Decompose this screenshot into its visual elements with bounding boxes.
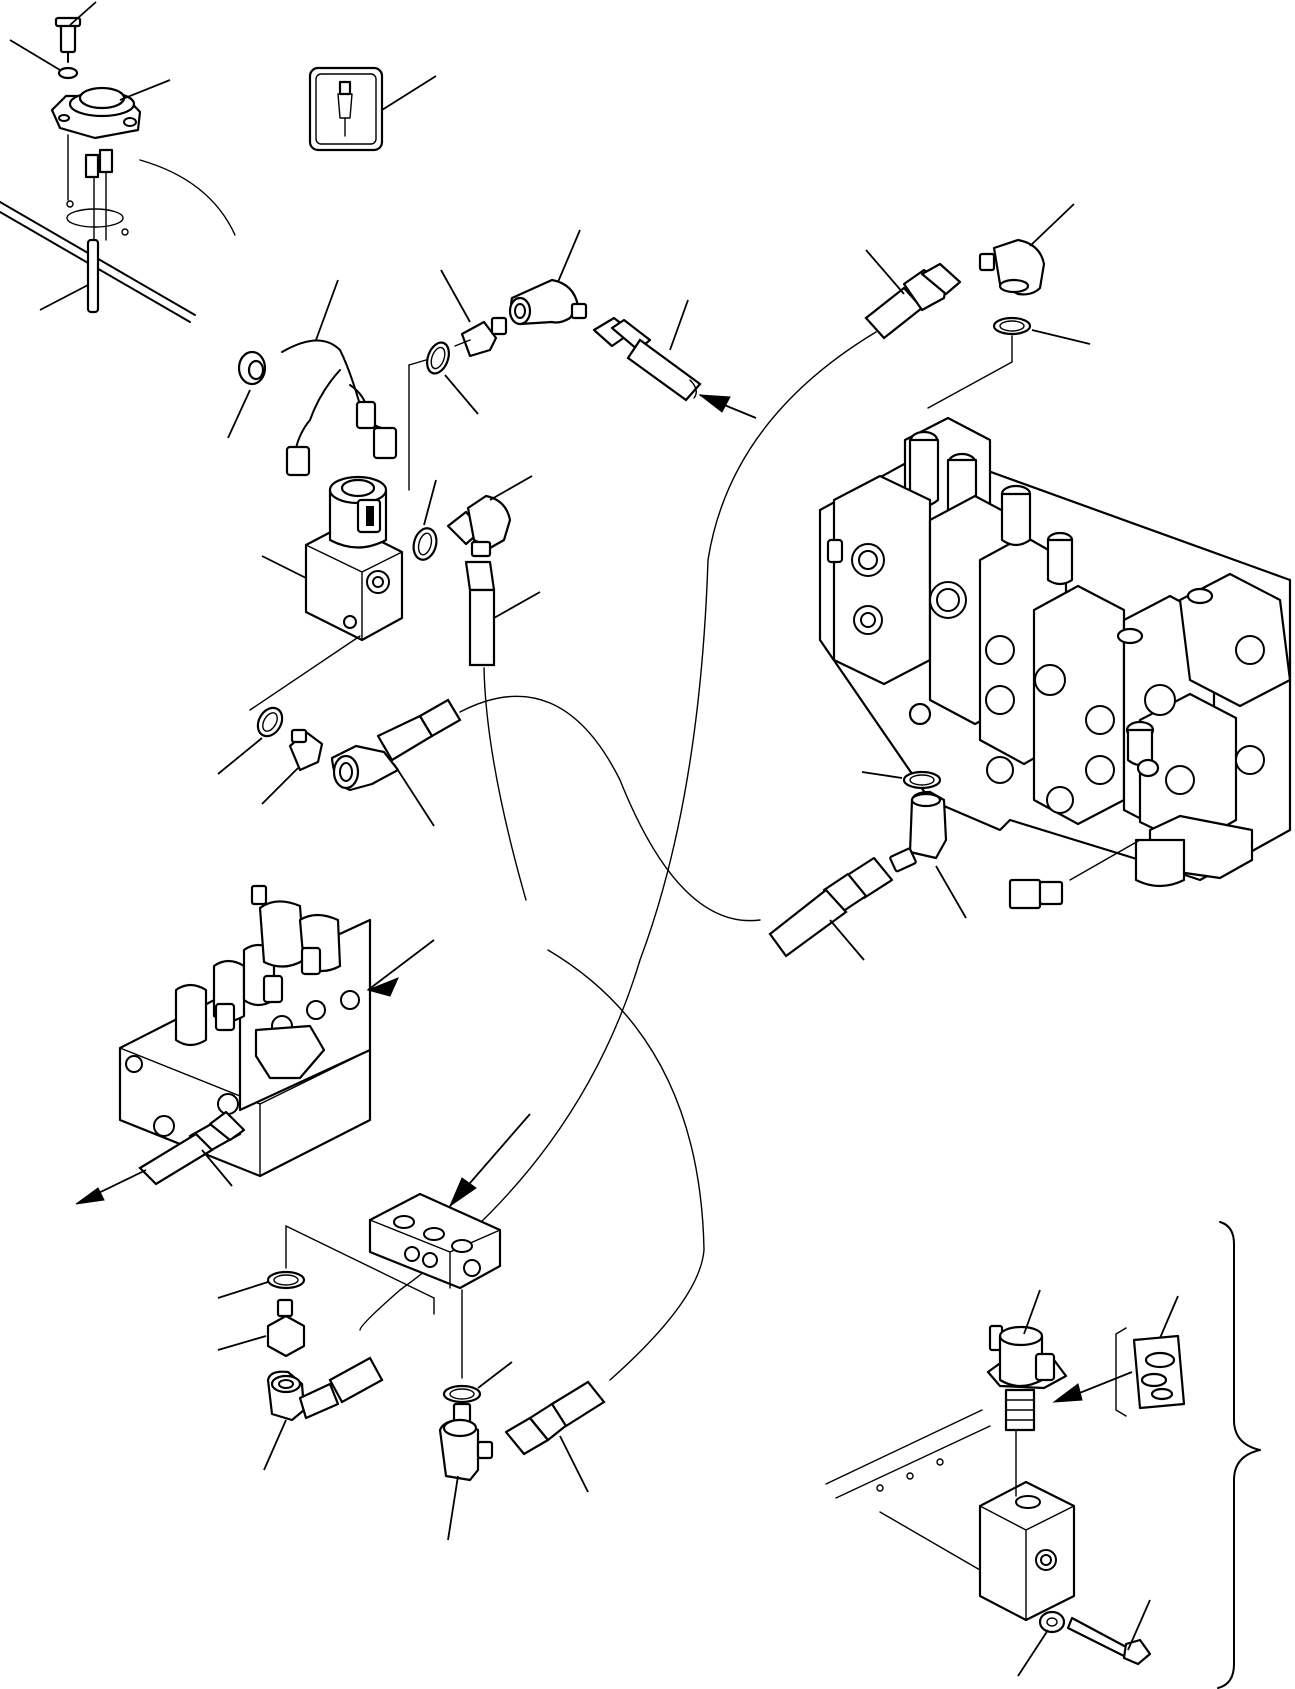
straight-adapter — [440, 269, 508, 358]
clip — [227, 350, 267, 439]
wire-harness — [281, 279, 398, 477]
solenoid-valve — [249, 359, 427, 711]
hydraulic-hose — [464, 560, 541, 901]
o-ring — [412, 479, 438, 561]
o-ring — [927, 316, 1091, 409]
cartridge-valve — [986, 1289, 1068, 1432]
straight-adapter — [217, 1298, 306, 1358]
o-ring — [861, 770, 942, 790]
control-valve-bank — [818, 416, 1292, 910]
hydraulic-hose — [592, 299, 757, 419]
valve-block — [825, 1409, 1076, 1622]
elbow-fitting — [263, 1356, 384, 1471]
elbow-fitting — [889, 790, 967, 919]
elbow-fitting — [978, 203, 1075, 296]
hydraulic-hose — [864, 249, 962, 340]
flange-cap-assembly — [0, 1, 236, 323]
hydraulic-hose — [768, 856, 894, 961]
bolt — [1017, 1599, 1152, 1677]
o-ring — [217, 1270, 306, 1299]
elbow-fitting — [330, 698, 462, 827]
elbow-fitting — [438, 1402, 494, 1541]
elbow-fitting — [508, 229, 588, 326]
hydraulic-hose — [504, 1380, 606, 1493]
elbow-fitting — [446, 475, 533, 558]
distribution-block — [285, 1113, 531, 1379]
straight-adapter — [261, 728, 324, 805]
hydraulic-symbol-icon — [308, 66, 437, 152]
bracket-brace — [1217, 1221, 1261, 1689]
seal-kit-icon — [1052, 1295, 1186, 1417]
o-ring — [426, 341, 479, 415]
o-ring — [217, 706, 284, 775]
solenoid-valve-manifold — [75, 884, 435, 1205]
o-ring — [442, 1361, 513, 1404]
